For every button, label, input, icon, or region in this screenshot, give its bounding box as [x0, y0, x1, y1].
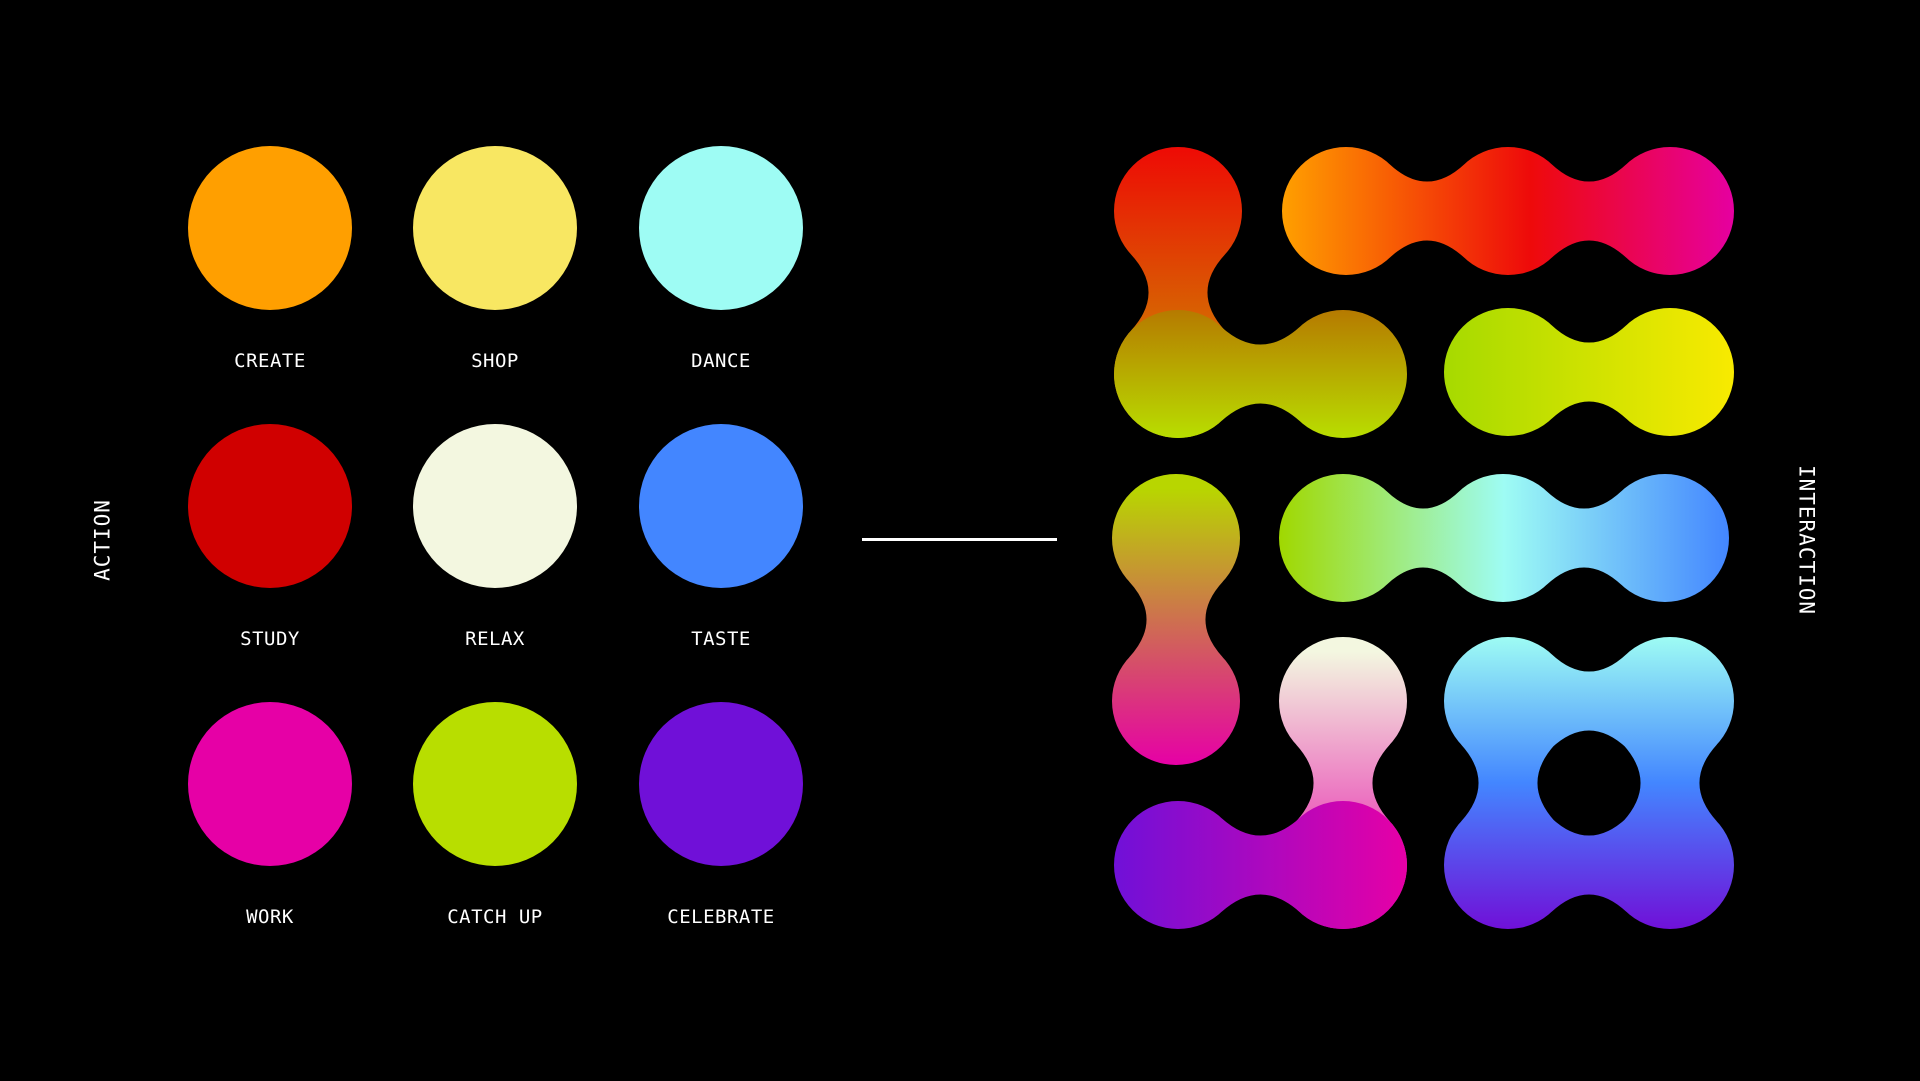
connector-line [862, 538, 1057, 541]
dance-circle [639, 146, 803, 310]
blob-celebrate-work-shape [1114, 801, 1407, 929]
study-label: STUDY [240, 628, 300, 650]
work-circle [188, 702, 352, 866]
create-circle [188, 146, 352, 310]
shop-label: SHOP [471, 350, 519, 372]
catch-up-label: CATCH UP [447, 906, 543, 928]
blob-catchup-shop-shape [1444, 308, 1734, 436]
blob-catchup-work [1112, 474, 1240, 765]
work-label: WORK [246, 906, 294, 928]
action-celebrate: CELEBRATE [606, 702, 836, 962]
blob-celebrate-work [1114, 801, 1407, 929]
action-catch-up: CATCH UP [380, 702, 610, 962]
celebrate-label: CELEBRATE [667, 906, 775, 928]
blob-dance-taste-celebrate [1444, 637, 1734, 929]
relax-circle [413, 424, 577, 588]
blob-dance-taste-celebrate-shape [1444, 637, 1734, 929]
create-label: CREATE [234, 350, 306, 372]
blob-catchup-dance-taste-shape [1279, 474, 1729, 602]
action-study: STUDY [155, 424, 385, 684]
blob-create-study-work-shape [1282, 147, 1734, 275]
blob-create-shop-shape [1114, 310, 1407, 438]
study-circle [188, 424, 352, 588]
blob-create-shop [1114, 310, 1407, 438]
taste-label: TASTE [691, 628, 751, 650]
dance-label: DANCE [691, 350, 751, 372]
taste-circle [639, 424, 803, 588]
action-dance: DANCE [606, 146, 836, 406]
blob-catchup-work-shape [1112, 474, 1240, 765]
blob-catchup-dance-taste [1279, 474, 1729, 602]
action-relax: RELAX [380, 424, 610, 684]
relax-label: RELAX [465, 628, 525, 650]
action-work: WORK [155, 702, 385, 962]
celebrate-circle [639, 702, 803, 866]
action-create: CREATE [155, 146, 385, 406]
blob-catchup-shop [1444, 308, 1734, 436]
action-shop: SHOP [380, 146, 610, 406]
action-taste: TASTE [606, 424, 836, 684]
blob-create-study-work [1282, 147, 1734, 275]
shop-circle [413, 146, 577, 310]
catch-up-circle [413, 702, 577, 866]
